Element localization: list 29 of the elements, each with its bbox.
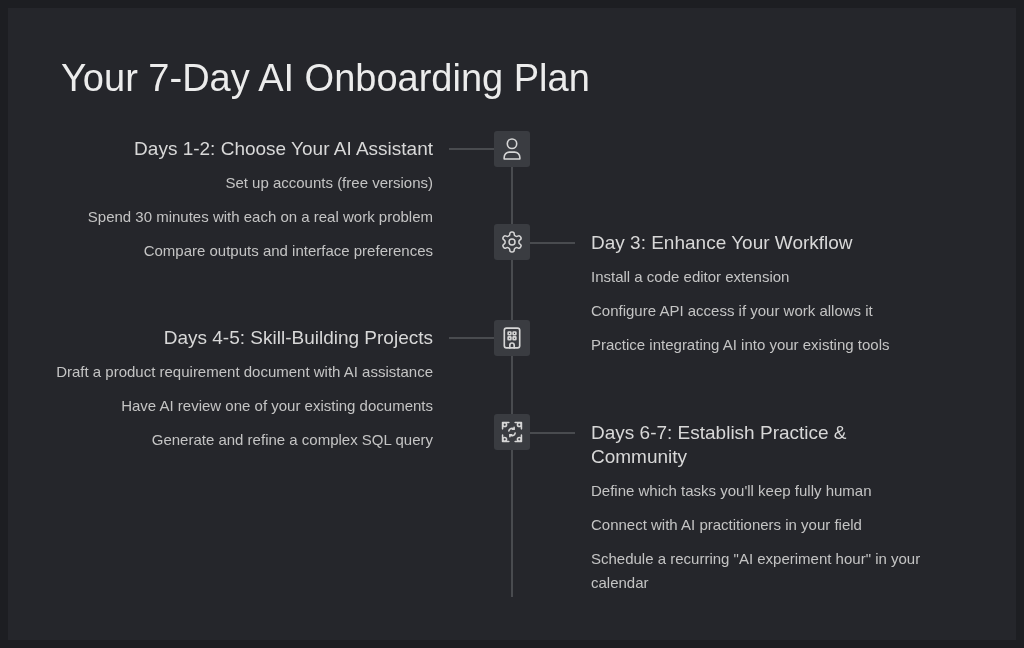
icon-tile xyxy=(494,414,530,450)
connector-line xyxy=(511,259,513,321)
step-heading: Day 3: Enhance Your Workflow xyxy=(591,231,853,255)
icon-tile xyxy=(494,224,530,260)
task-text: Set up accounts (free versions) xyxy=(225,173,433,193)
step-heading: Days 4-5: Skill-Building Projects xyxy=(163,326,433,350)
connector-line xyxy=(529,242,576,244)
task-text: Define which tasks you'll keep fully human xyxy=(591,481,872,501)
task-text: Have AI review one of your existing documents xyxy=(121,396,433,416)
icon-tile xyxy=(494,320,530,356)
connector-line xyxy=(448,148,495,150)
step-heading: Days 6-7: Establish Practice & Community xyxy=(591,421,848,469)
task-text: Connect with AI practitioners in your field xyxy=(591,515,862,535)
step-heading: Days 1-2: Choose Your AI Assistant xyxy=(134,137,433,161)
connector-line xyxy=(529,432,576,434)
task-text: Generate and refine a complex SQL query xyxy=(151,430,433,450)
task-text: Install a code editor extension xyxy=(591,267,790,287)
task-text: Practice integrating AI into your existing tools xyxy=(591,335,890,355)
connector-line xyxy=(448,337,495,339)
task-text: Schedule a recurring "AI experiment hour" in your calendar xyxy=(591,549,922,593)
task-text: Draft a product requirement document with AI assistance xyxy=(56,362,433,382)
connector-line xyxy=(511,166,513,225)
task-text: Spend 30 minutes with each on a real work problem xyxy=(87,207,433,227)
title: Your 7-Day AI Onboarding Plan xyxy=(61,56,590,101)
task-text: Compare outputs and interface preferences xyxy=(143,241,433,261)
task-text: Configure API access if your work allows it xyxy=(591,301,873,321)
connector-line xyxy=(511,355,513,415)
icon-tile xyxy=(494,131,530,167)
connector-line xyxy=(511,449,513,598)
